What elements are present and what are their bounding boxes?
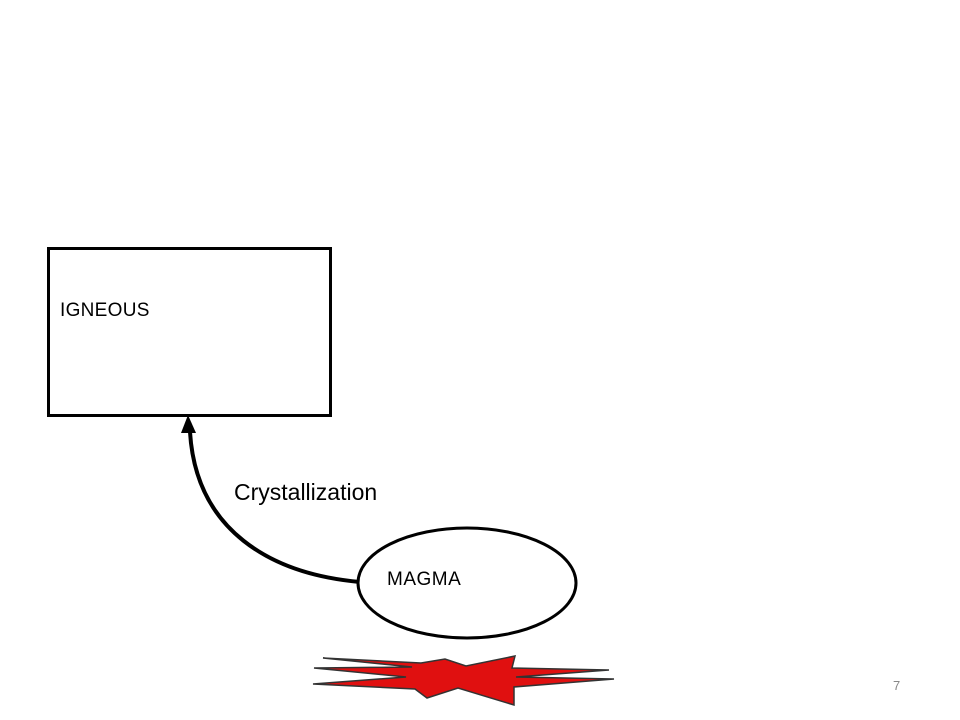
page-number: 7 [893,678,901,693]
crystallization-label: Crystallization [234,479,378,505]
igneous-label: IGNEOUS [60,300,150,321]
magma-ellipse [356,526,578,640]
arrowhead [181,415,196,433]
igneous-box: IGNEOUS [47,247,332,417]
magma-label: MAGMA [387,569,462,590]
heat-burst-icon [312,655,615,707]
crystallization-arrow [188,430,362,584]
